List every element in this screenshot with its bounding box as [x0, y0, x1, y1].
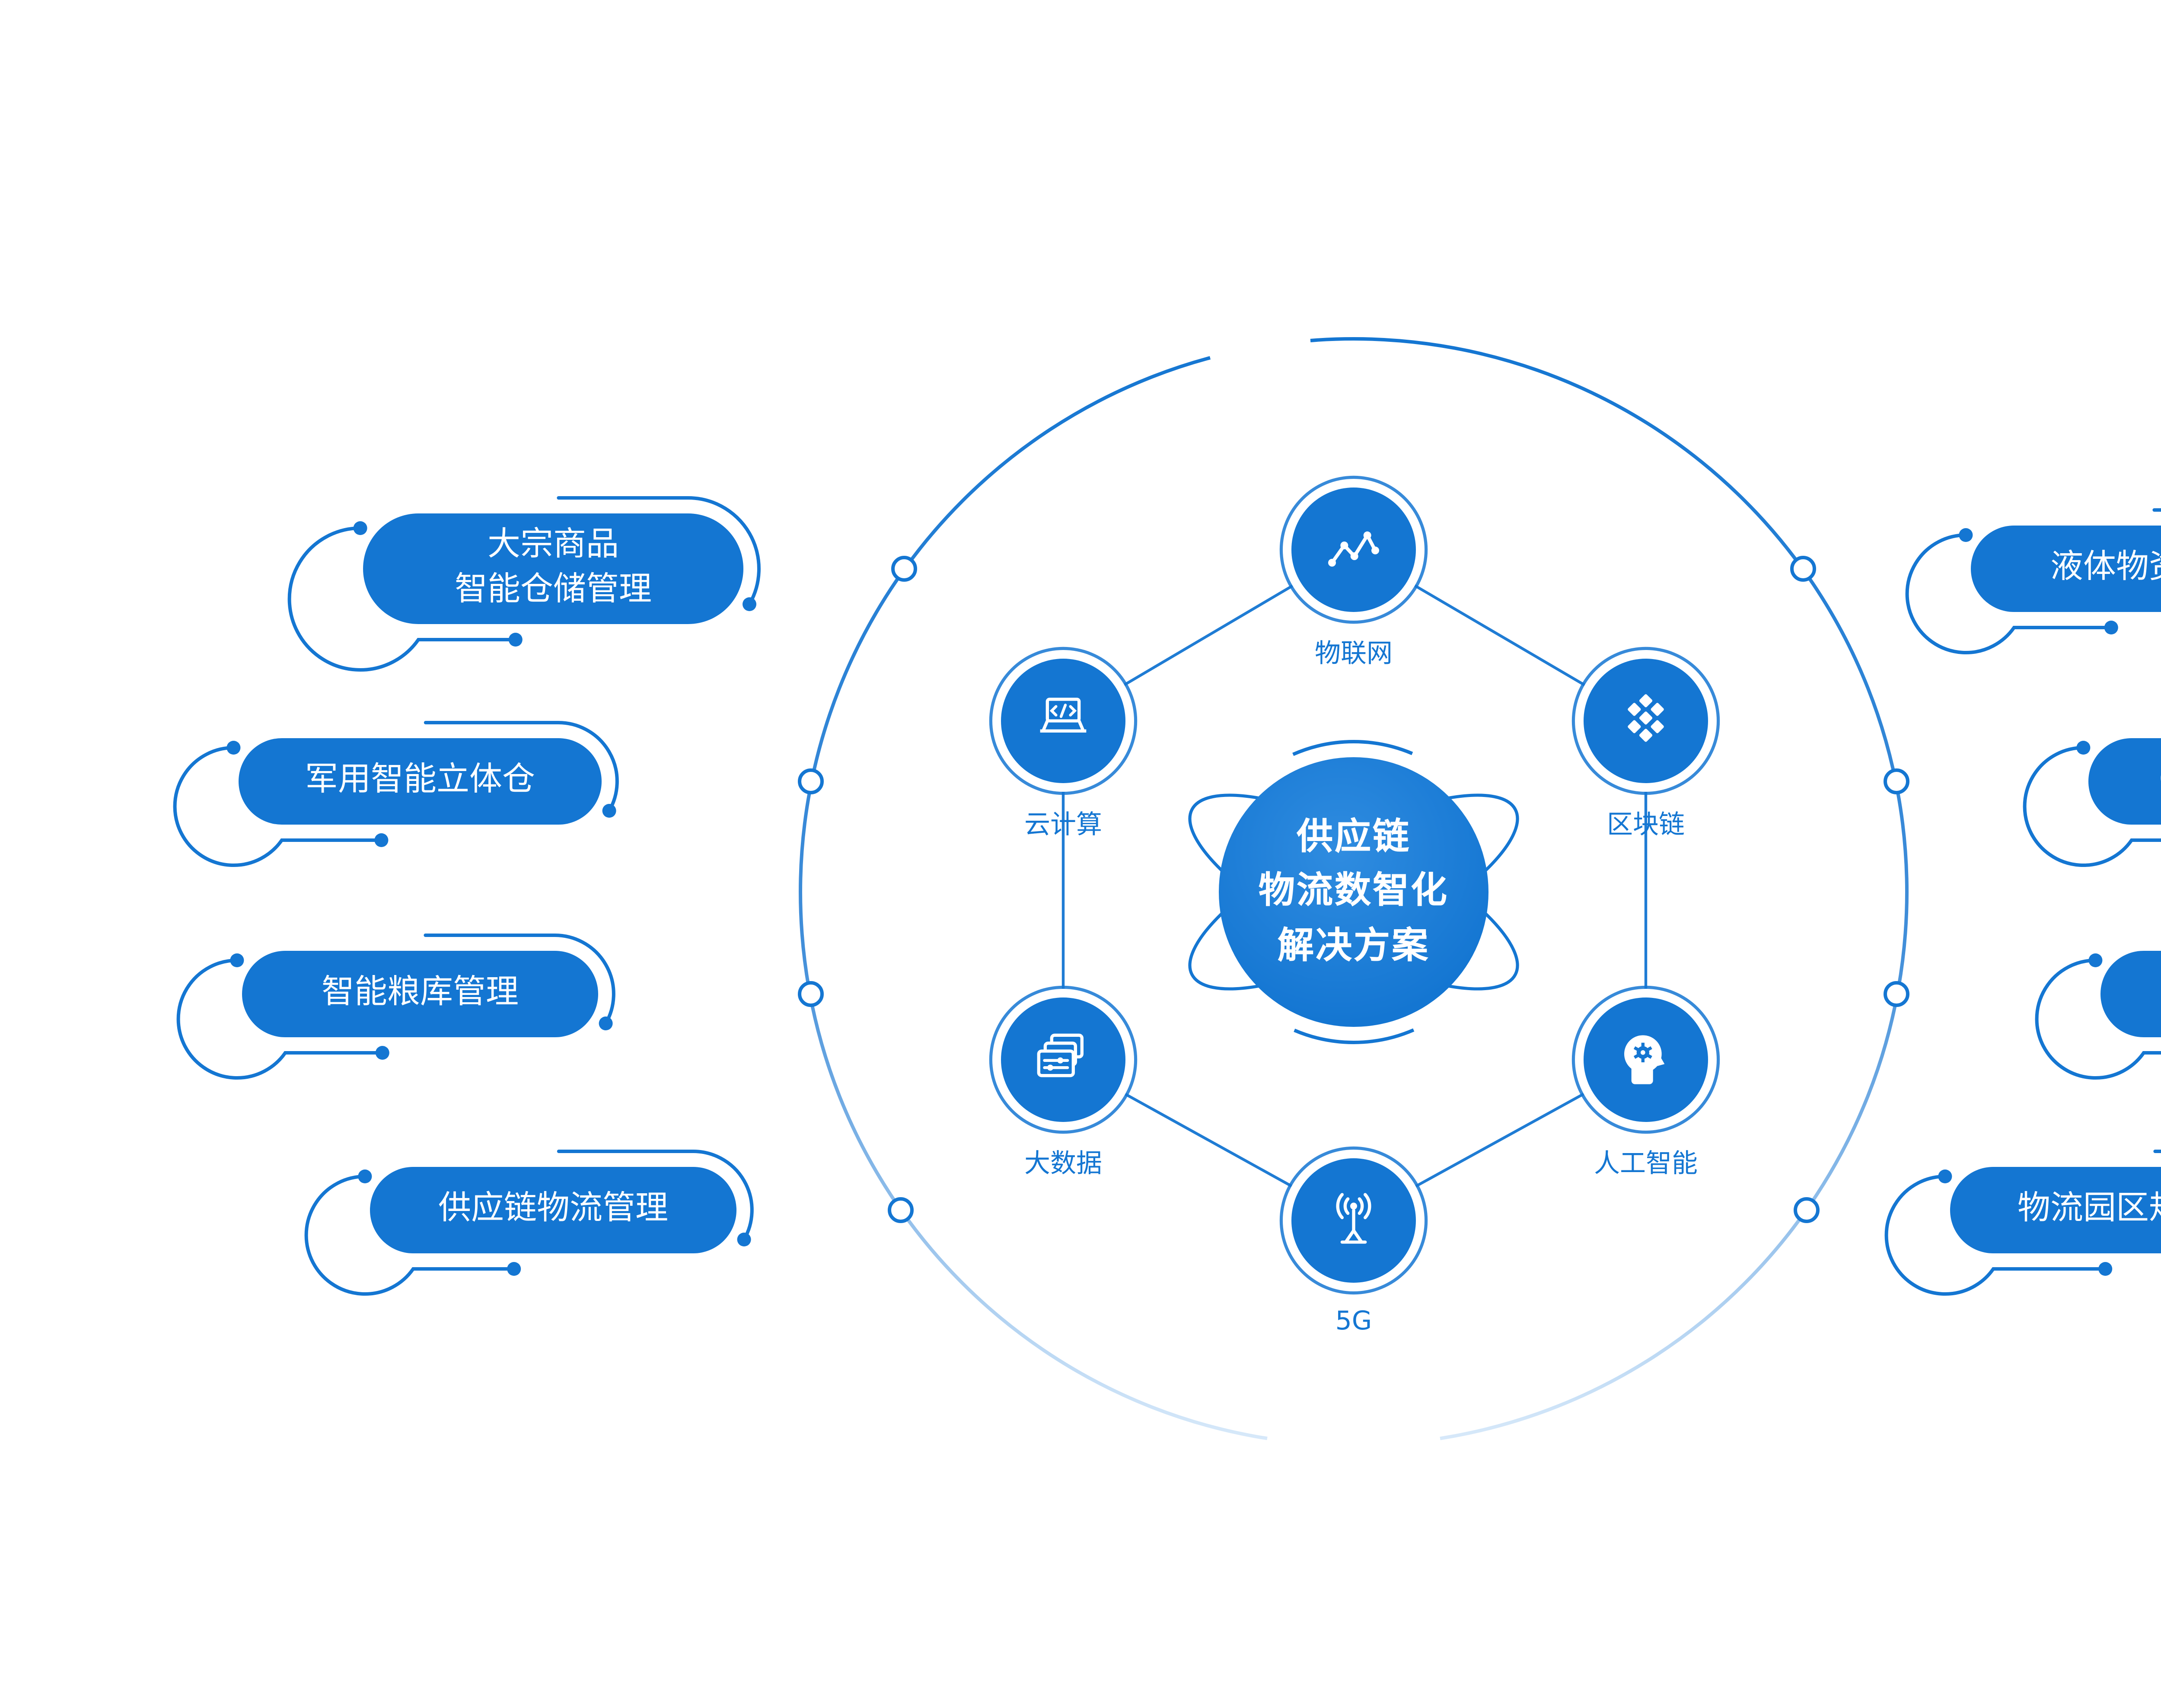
big-data-layers-icon — [1037, 1033, 1084, 1077]
app-pill-liquid-material-storage: 液体物资储运 — [1905, 508, 2161, 654]
ring-dot — [1884, 768, 1909, 794]
tech-node-iot: 物联网 — [1291, 488, 1416, 671]
app-pill-military-smart-warehouse: 军用智能立体仓 — [173, 721, 619, 867]
app-pill-label: 供应链物流管理 — [438, 1189, 668, 1228]
iot-network-icon — [1328, 531, 1379, 567]
app-pill-label: 军用智能立体仓 — [305, 761, 535, 799]
app-pill-label: 智能粮库管理 — [321, 973, 519, 1012]
tech-node-blockchain: 区块链 — [1584, 659, 1708, 842]
tech-node-ai: 人工智能 — [1584, 997, 1708, 1181]
app-pill-smart-grain-depot: 智能粮库管理 — [176, 934, 615, 1080]
center-title-line-2: 物流数智化 — [1259, 870, 1449, 911]
tech-node-bigdata: 大数据 — [1001, 997, 1125, 1181]
ring-dot — [891, 556, 917, 582]
tech-node-label: 5G — [1335, 1305, 1372, 1336]
ring-dot — [1790, 556, 1816, 582]
ring-node-dots — [798, 556, 1909, 1223]
tech-node-label: 人工智能 — [1594, 1148, 1698, 1179]
ring-gap-bottom — [1266, 1435, 1441, 1449]
blockchain-icon — [1628, 694, 1664, 742]
tech-node-label: 大数据 — [1024, 1148, 1102, 1179]
tech-node-label: 区块链 — [1606, 809, 1685, 840]
app-pill-bulk-commodity-warehousing: 大宗商品 智能仓储管理 — [287, 496, 761, 672]
ring-dot — [798, 768, 824, 794]
center-title-line-3: 解决方案 — [1278, 924, 1430, 966]
tech-node-cloud: 云计算 — [1001, 659, 1125, 842]
app-pill-label: 物流园区规划建设 — [2017, 1189, 2161, 1228]
app-pill-supply-chain-logistics: 供应链物流管理 — [304, 1150, 754, 1296]
ring-dot — [1884, 981, 1909, 1007]
app-pill-logistics-park-planning: 物流园区规划建设 — [1884, 1150, 2161, 1296]
tech-node-label: 物联网 — [1314, 638, 1393, 669]
5g-antenna-icon — [1336, 1193, 1371, 1244]
app-pill-label: GIS物流配送管理 — [2159, 759, 2161, 804]
tech-node-5g: 5G — [1291, 1158, 1416, 1336]
app-pill-label: 液体物资储运 — [2050, 548, 2161, 586]
center-title-line-1: 供应链 — [1297, 816, 1411, 857]
ring-dot — [798, 981, 824, 1007]
ring-dot — [1794, 1197, 1820, 1223]
cloud-computing-laptop-icon — [1040, 698, 1087, 733]
app-pill-label: 大宗商品 智能仓储管理 — [454, 526, 652, 609]
ring-dot — [888, 1197, 914, 1223]
ai-head-gear-icon — [1624, 1035, 1665, 1084]
tech-node-label: 云计算 — [1024, 809, 1102, 840]
center-hub: 供应链 物流数智化 解决方案 — [1219, 757, 1488, 1027]
ring-gap-top — [1209, 337, 1311, 361]
